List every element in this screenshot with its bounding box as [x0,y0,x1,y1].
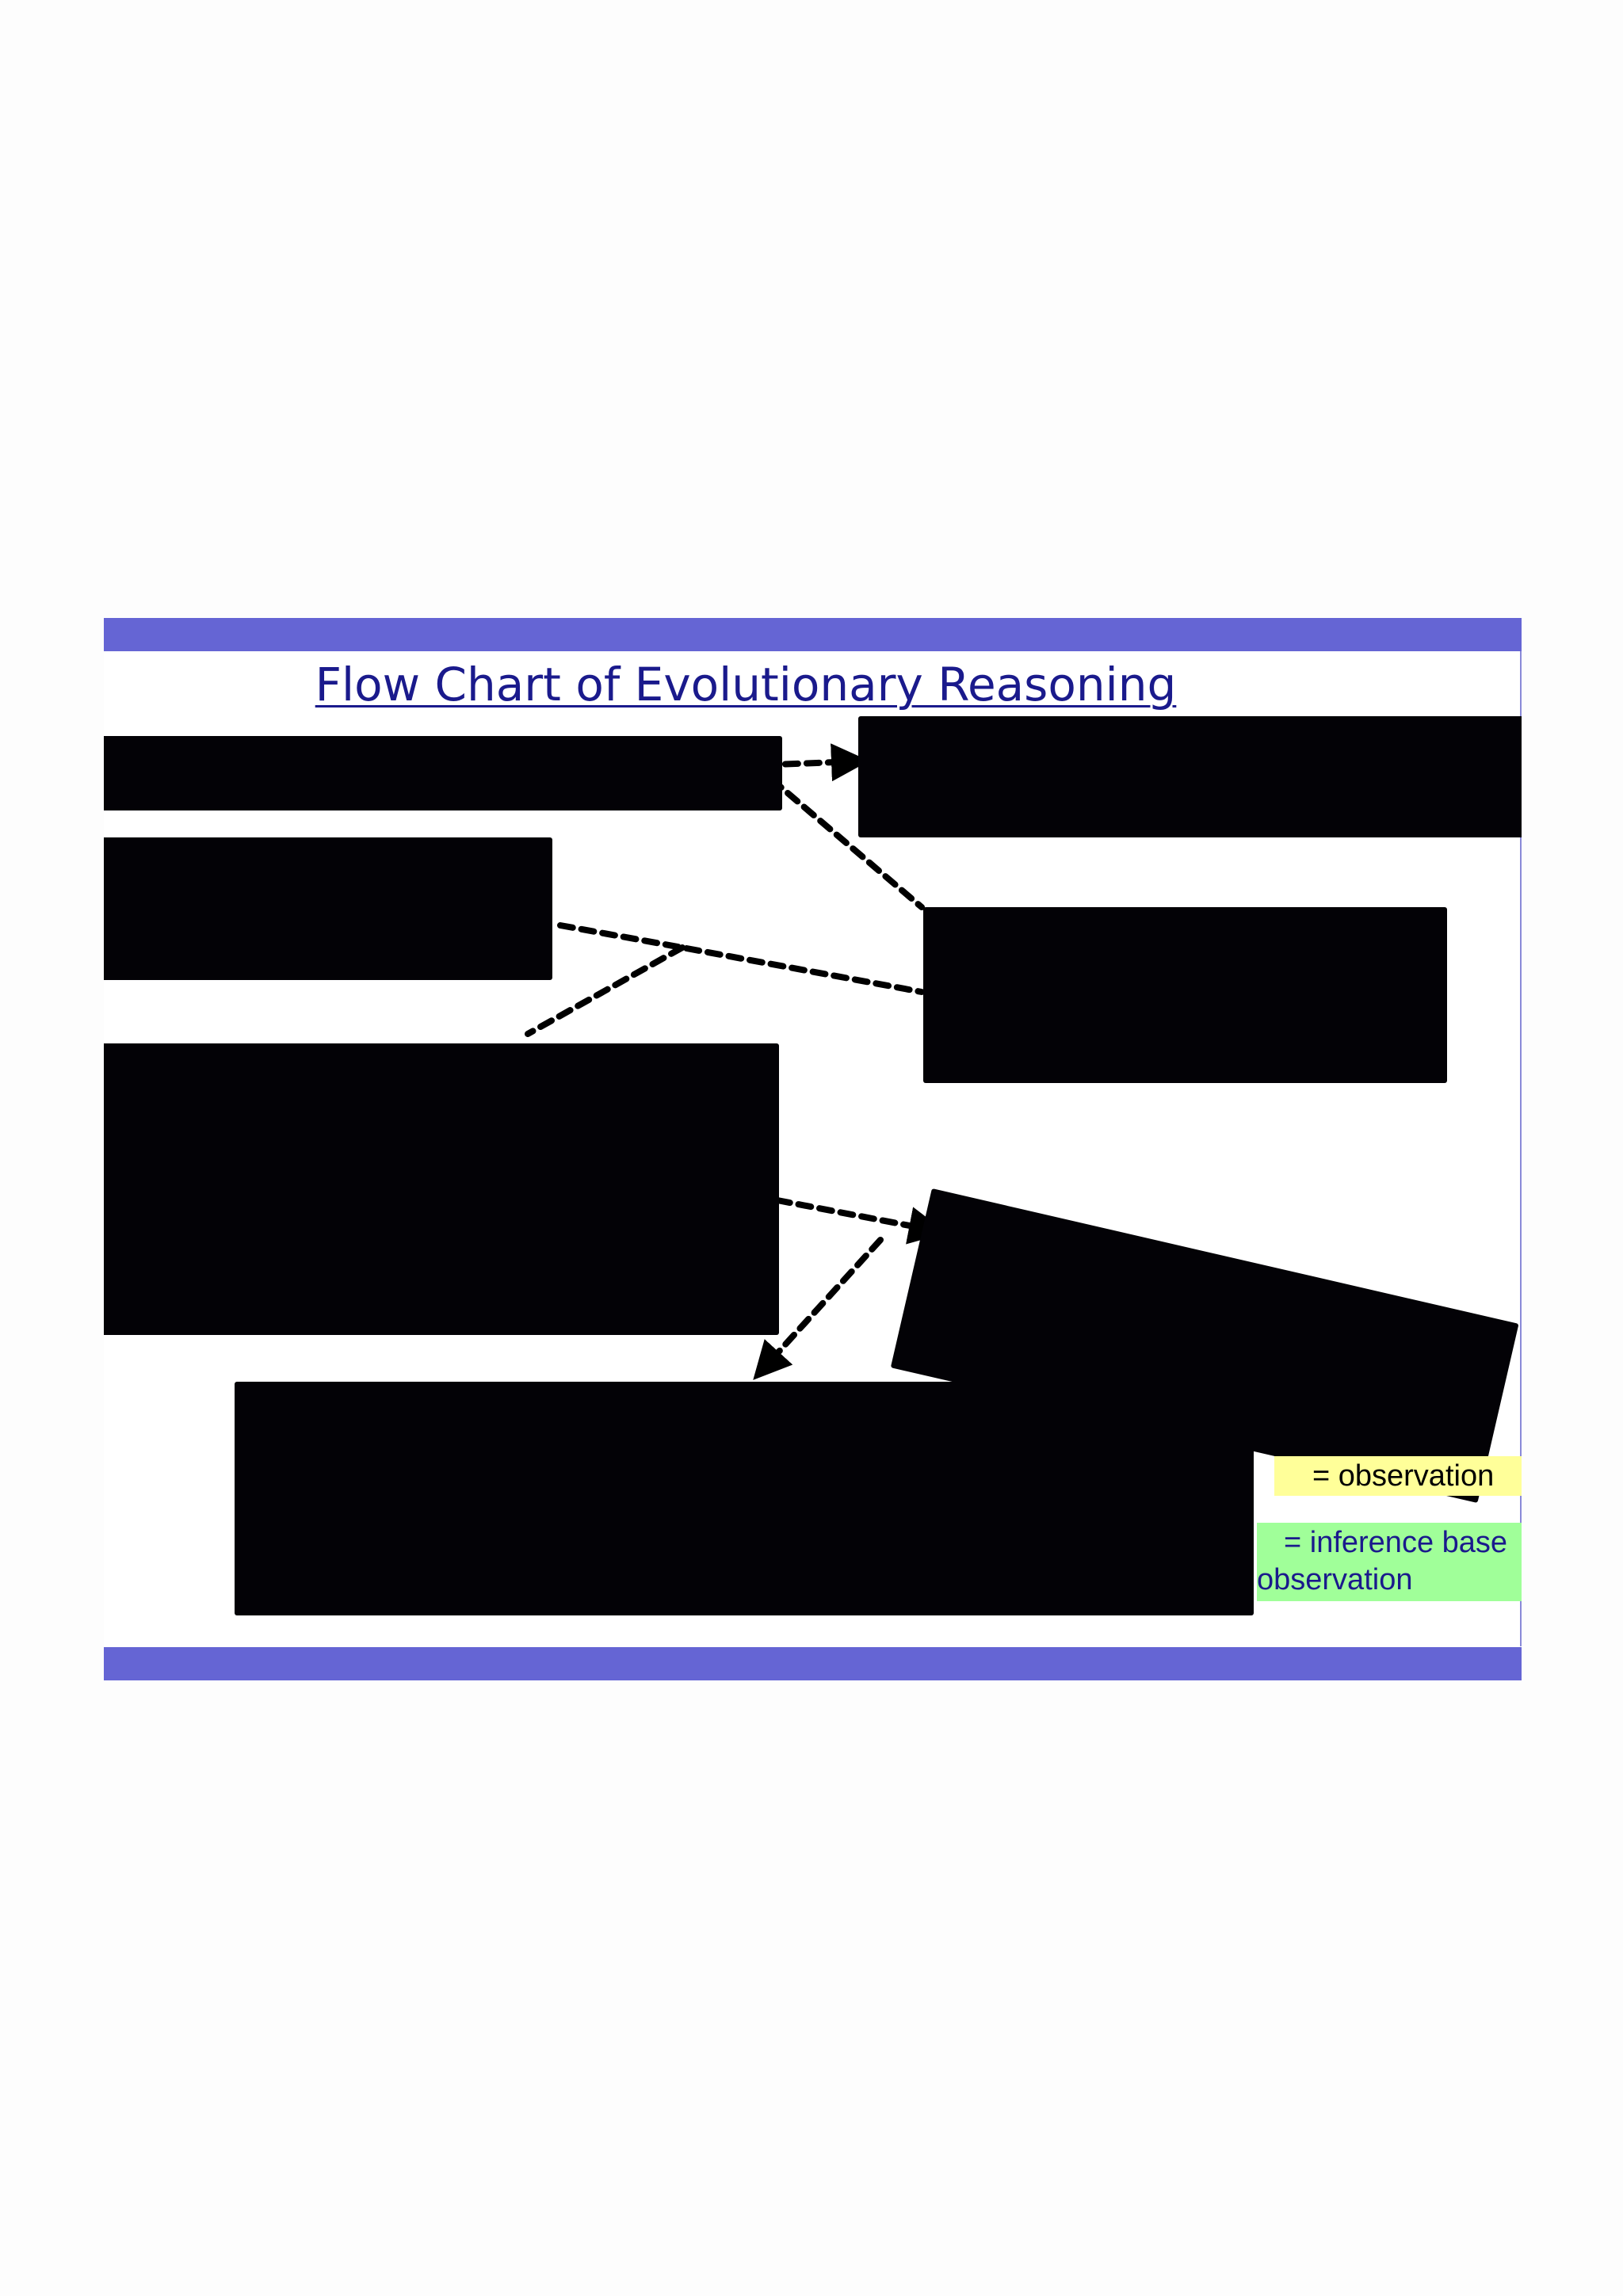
inference-box-2 [923,907,1447,1083]
arrow-junction-to-inf2 [752,762,925,910]
bottom-band [104,1647,1522,1680]
legend-inference-line2: observation [1257,1563,1413,1596]
arrow-obs2-to-inf2 [557,922,925,995]
observation-box-1 [104,736,782,810]
legend-observation: = observation [1274,1456,1522,1496]
arrow-junction-to-obs3 [525,944,685,1037]
arrow-to-final-inference [753,1237,884,1380]
slide-border [1520,651,1522,1646]
observation-box-3 [104,1043,779,1335]
final-inference-box [235,1382,1254,1615]
slide: Flow Chart of Evolutionary Reasoning = o… [104,618,1522,1680]
arrow-obs3-to-inf3 [774,1197,947,1245]
inference-box-1 [858,716,1522,837]
legend-inference: = inference base observation [1257,1523,1522,1601]
legend-inference-line1: = inference base [1284,1526,1508,1559]
top-band [104,618,1522,651]
observation-box-2 [104,837,552,980]
diagram-title: Flow Chart of Evolutionary Reasoning [315,658,1177,711]
